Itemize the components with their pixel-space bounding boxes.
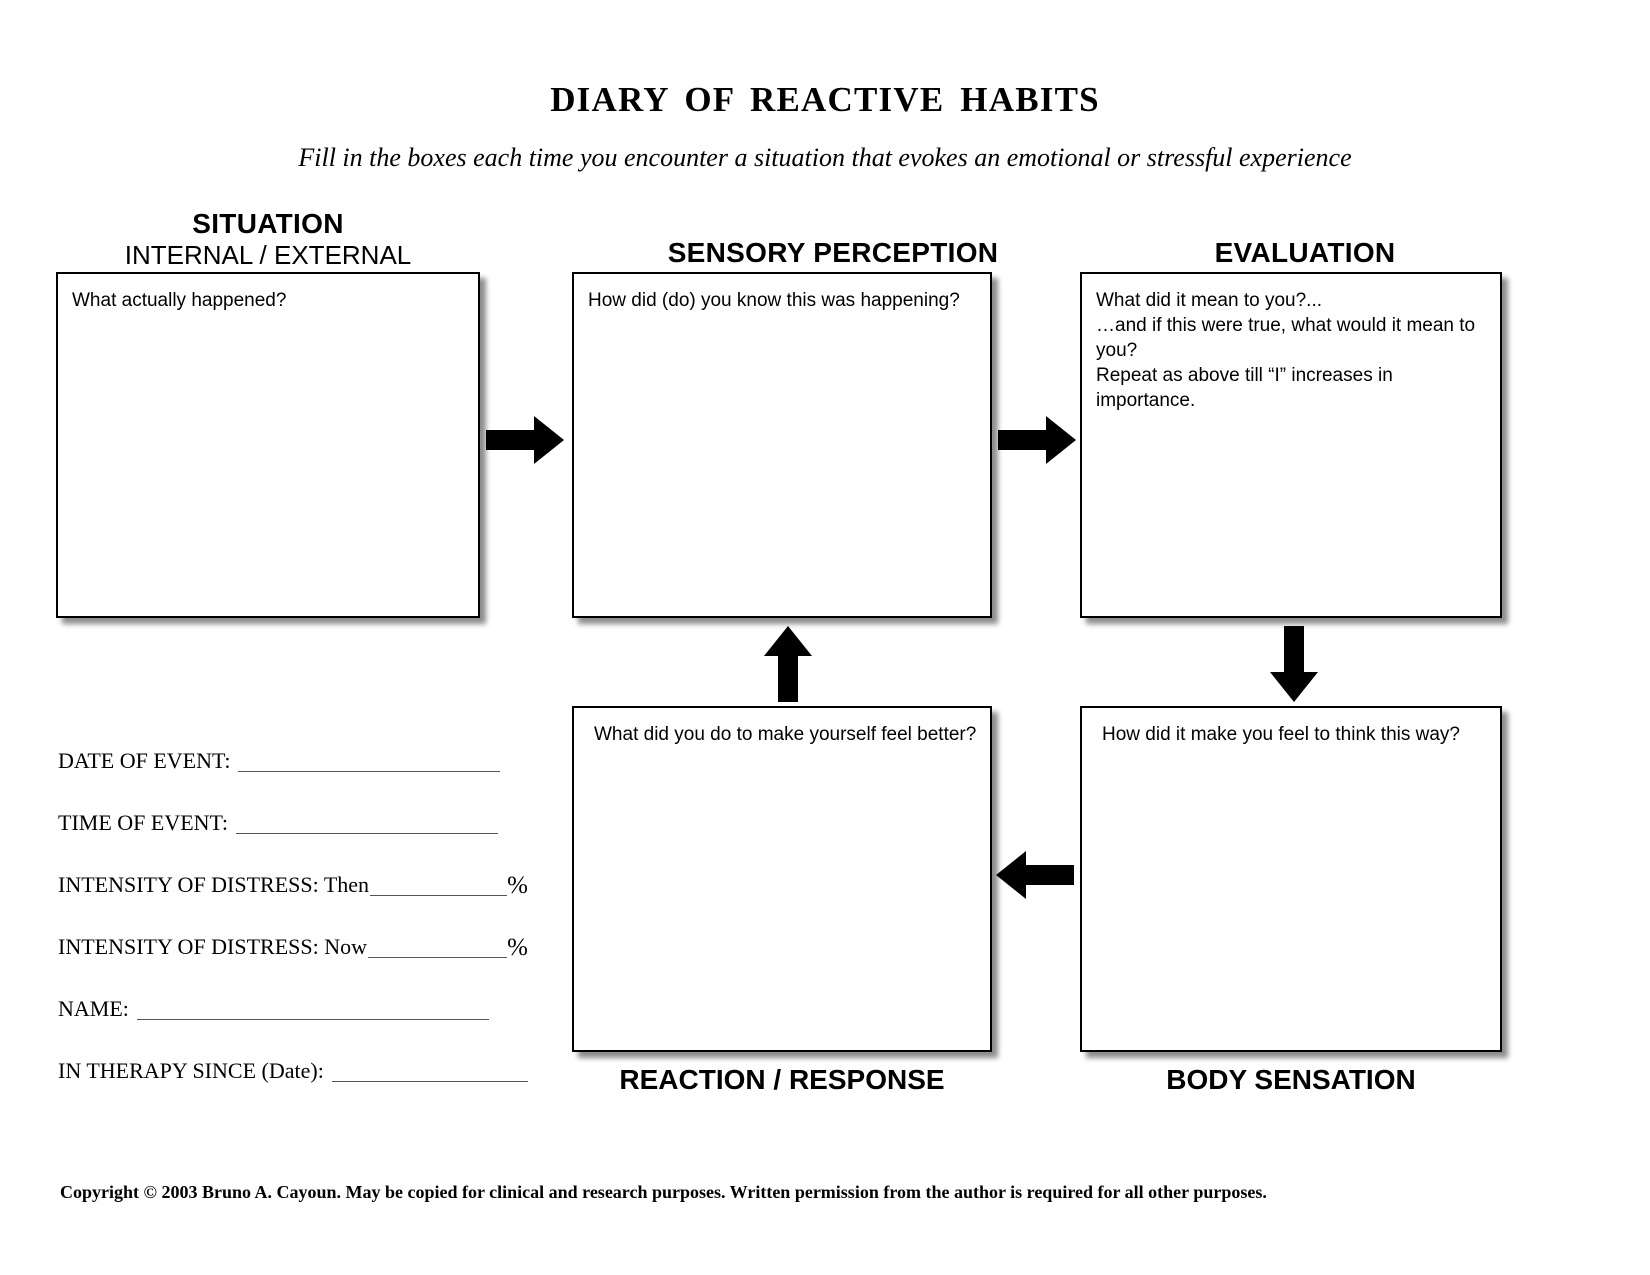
input-intensity-then[interactable] (370, 875, 508, 896)
box-sensory-perception[interactable]: How did (do) you know this was happening… (572, 272, 992, 618)
input-name[interactable] (136, 999, 489, 1020)
percent-symbol-now: % (507, 934, 528, 961)
arrow-body-to-reaction-icon (996, 849, 1074, 901)
prompt-evaluation: What did it mean to you?... …and if this… (1096, 290, 1476, 411)
input-in-therapy-since[interactable] (331, 1061, 528, 1082)
heading-evaluation: EVALUATION (1214, 237, 1396, 268)
label-name: NAME: (58, 996, 129, 1021)
prompt-sensory-perception: How did (do) you know this was happening… (588, 290, 960, 311)
prompt-situation: What actually happened? (72, 290, 287, 311)
field-intensity-now[interactable]: INTENSITY OF DISTRESS: Now % (58, 898, 528, 960)
subheading-situation: INTERNAL / EXTERNAL (124, 240, 412, 270)
label-body-sensation: BODY SENSATION (1166, 1064, 1416, 1095)
prompt-reaction-response: What did you do to make yourself feel be… (594, 724, 977, 745)
label-date-of-event: DATE OF EVENT: (58, 748, 231, 773)
label-intensity-now: INTENSITY OF DISTRESS: Now (58, 934, 368, 959)
label-in-therapy-since: IN THERAPY SINCE (Date): (58, 1058, 324, 1083)
box-situation[interactable]: What actually happened? (56, 272, 480, 618)
label-intensity-then: INTENSITY OF DISTRESS: Then (58, 872, 370, 897)
input-date-of-event[interactable] (238, 751, 501, 772)
event-details-form: DATE OF EVENT: TIME OF EVENT: INTENSITY … (58, 712, 528, 1084)
arrow-evaluation-to-body-icon (1268, 626, 1320, 702)
heading-situation: SITUATION (192, 208, 344, 239)
field-date-of-event[interactable]: DATE OF EVENT: (58, 712, 528, 774)
input-intensity-now[interactable] (368, 937, 508, 958)
field-in-therapy-since[interactable]: IN THERAPY SINCE (Date): (58, 1022, 528, 1084)
page-title: DIARY OF REACTIVE HABITS (550, 80, 1100, 119)
field-name[interactable]: NAME: (58, 960, 528, 1022)
label-time-of-event: TIME OF EVENT: (58, 810, 228, 835)
copyright-notice: Copyright © 2003 Bruno A. Cayoun. May be… (60, 1182, 1267, 1202)
box-reaction-response[interactable]: What did you do to make yourself feel be… (572, 706, 992, 1052)
arrow-reaction-to-sensory-icon (762, 626, 814, 702)
arrow-situation-to-sensory-icon (486, 414, 564, 466)
arrow-sensory-to-evaluation-icon (998, 414, 1076, 466)
field-time-of-event[interactable]: TIME OF EVENT: (58, 774, 528, 836)
heading-sensory-perception: SENSORY PERCEPTION (667, 237, 999, 268)
percent-symbol-then: % (507, 872, 528, 899)
field-intensity-then[interactable]: INTENSITY OF DISTRESS: Then % (58, 836, 528, 898)
prompt-body-sensation: How did it make you feel to think this w… (1102, 724, 1461, 745)
label-reaction-response: REACTION / RESPONSE (619, 1064, 945, 1095)
box-body-sensation[interactable]: How did it make you feel to think this w… (1080, 706, 1502, 1052)
input-time-of-event[interactable] (236, 813, 498, 834)
box-evaluation[interactable]: What did it mean to you?... …and if this… (1080, 272, 1502, 618)
page-subtitle: Fill in the boxes each time you encounte… (298, 143, 1352, 172)
